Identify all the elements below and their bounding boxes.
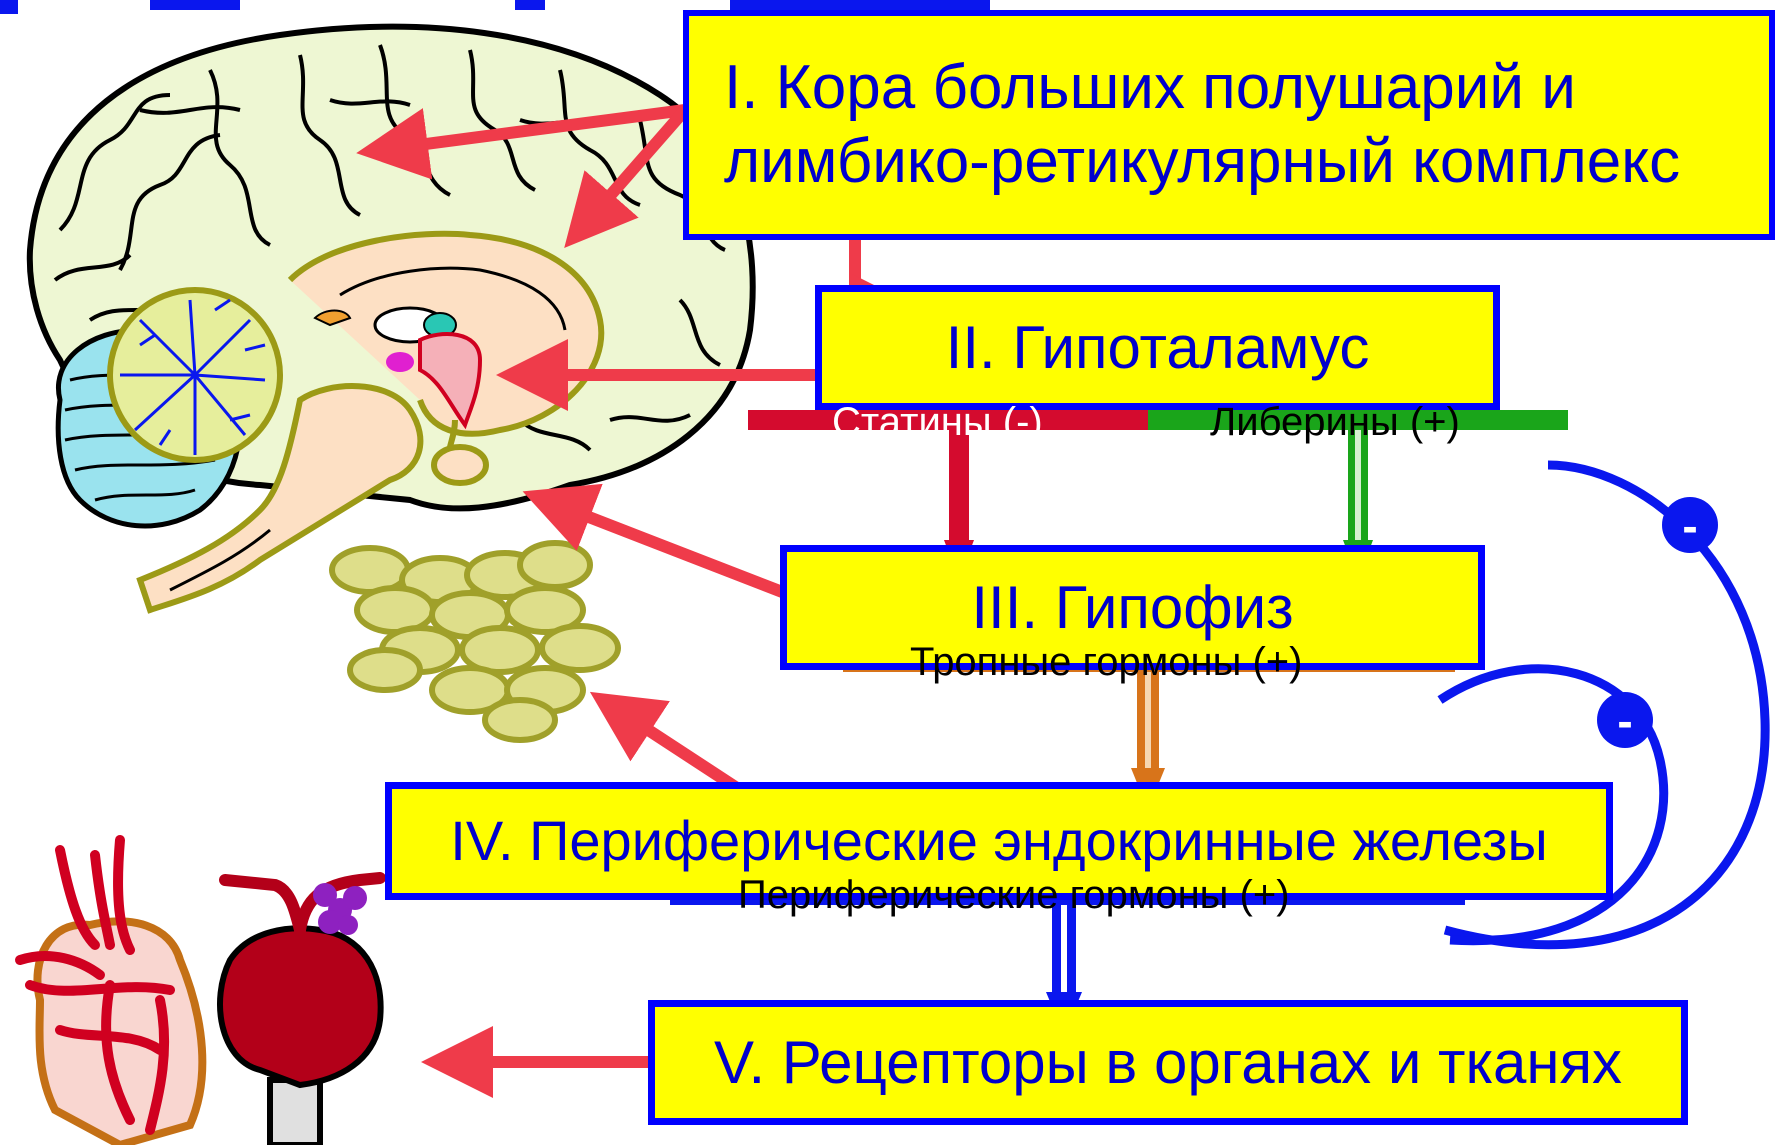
level-1-label-line2: лимбико-ретикулярный комплекс [724,125,1680,199]
level-1-label-line1: I. Кора больших полушарий и [724,51,1680,125]
feedback-minus-outer: - [1662,497,1718,553]
statins-label: Статины (-) [832,400,1043,445]
svg-text:-: - [1682,500,1697,552]
level-5-box: V. Рецепторы в органах и тканях [648,1000,1688,1125]
level-1-box: I. Кора больших полушарий и лимбико-рети… [683,10,1775,240]
glands-icon [332,543,618,740]
heart-icon [20,840,202,1145]
level-2-box: II. Гипоталамус [815,285,1500,410]
peripheral-hormones-label: Периферические гормоны (+) [738,873,1290,918]
feedback-minus-inner: - [1597,692,1653,748]
level-5-label: V. Рецепторы в органах и тканях [714,1027,1622,1099]
level-3-label: III. Гипофиз [971,572,1293,644]
stomach-icon [220,878,381,1145]
tropic-hormones-label: Тропные гормоны (+) [910,640,1302,685]
level-4-label: IV. Периферические эндокринные железы [450,807,1547,874]
level-2-label: II. Гипоталамус [946,312,1370,384]
svg-text:-: - [1617,695,1632,747]
liberins-label: Либерины (+) [1210,400,1460,445]
arrow-to-glands [610,705,740,790]
